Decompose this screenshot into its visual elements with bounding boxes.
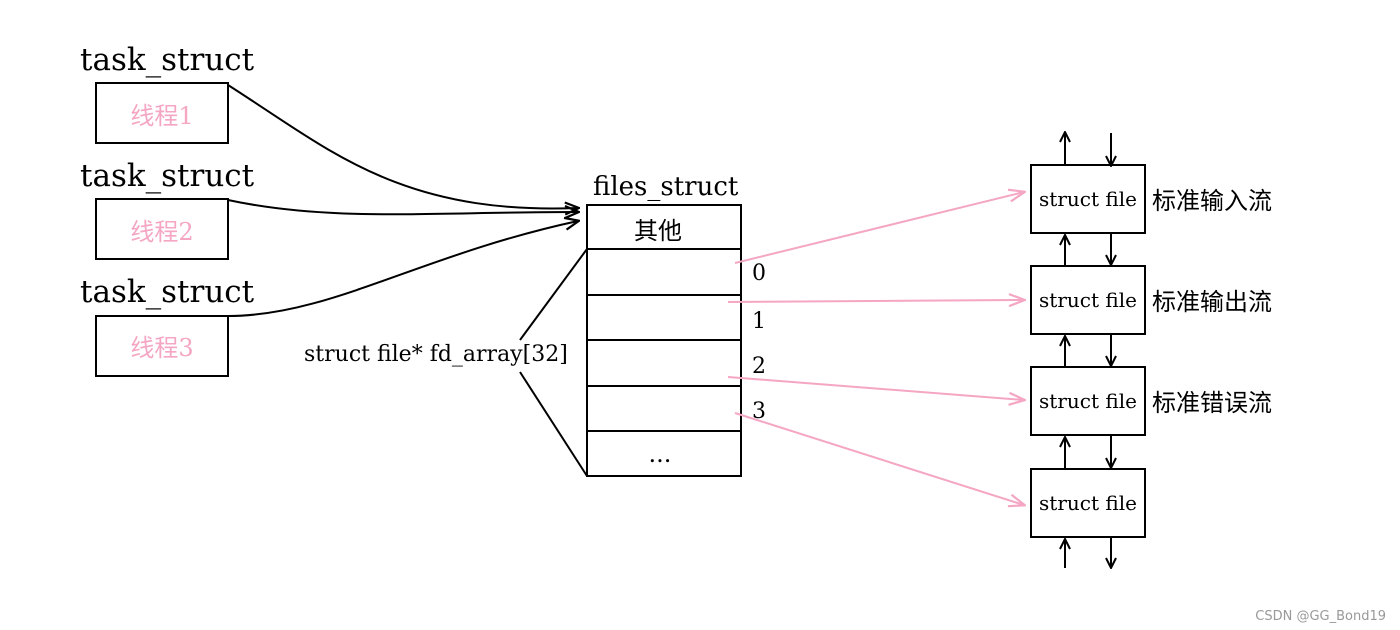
- thread-box: [95, 82, 229, 144]
- fd-array-annotation: struct file* fd_array[32]: [304, 248, 588, 477]
- file-object-3: struct file 标准错误流: [1030, 366, 1272, 436]
- fd-3-to-file-arrow: [734, 412, 1024, 505]
- file-list-links: [1065, 133, 1111, 568]
- watermark: CSDN @GG_Bond19: [1255, 609, 1386, 624]
- other-cell-label: 其他: [634, 217, 682, 245]
- file-object-4: struct file: [1030, 468, 1146, 538]
- thread-1-to-files-arrow: [227, 84, 578, 209]
- thread-3-to-files-arrow: [227, 221, 578, 317]
- thread-label: 线程3: [130, 334, 193, 362]
- file-box: [1030, 164, 1146, 234]
- fd-2-to-file-arrow: [727, 376, 1024, 400]
- fd-1-to-file-arrow: [727, 300, 1024, 302]
- file-box-label: struct file: [1039, 187, 1137, 211]
- bracket-line-top: [519, 248, 588, 341]
- fd-0-to-file-arrow: [734, 192, 1024, 264]
- files-struct: files_struct 其他 ... 0 1 2 3: [586, 172, 766, 477]
- stream-label: 标准输出流: [1152, 288, 1272, 316]
- file-box-label: struct file: [1039, 491, 1137, 515]
- thread-label: 线程1: [130, 102, 193, 130]
- fd-index-3: 3: [752, 399, 766, 424]
- file-box: [1030, 265, 1146, 335]
- stream-label: 标准输入流: [1152, 187, 1272, 215]
- ellipsis-cell-label: ...: [649, 440, 672, 468]
- thread-label: 线程2: [130, 218, 193, 246]
- file-box: [1030, 468, 1146, 538]
- file-object-1: struct file 标准输入流: [1030, 164, 1272, 234]
- thread-box: [95, 315, 229, 377]
- files-struct-title: files_struct: [593, 172, 739, 202]
- task-struct-title: task_struct: [80, 42, 255, 78]
- thread-group-2: task_struct 线程2: [80, 158, 255, 260]
- thread-2-to-files-arrow: [227, 199, 578, 214]
- fd-index-0: 0: [752, 261, 766, 286]
- thread-group-3: task_struct 线程3: [80, 274, 255, 377]
- stream-label: 标准错误流: [1152, 389, 1272, 417]
- fd-array-label: struct file* fd_array[32]: [304, 342, 568, 367]
- task-struct-title: task_struct: [80, 274, 255, 310]
- file-object-2: struct file 标准输出流: [1030, 265, 1272, 335]
- bracket-line-bottom: [519, 371, 588, 477]
- file-box-label: struct file: [1039, 389, 1137, 413]
- thread-group-1: task_struct 线程1: [80, 42, 255, 144]
- task-struct-title: task_struct: [80, 158, 255, 194]
- file-box-label: struct file: [1039, 288, 1137, 312]
- fd-index-1: 1: [752, 309, 766, 334]
- file-box: [1030, 366, 1146, 436]
- fd-index-2: 2: [752, 354, 766, 379]
- thread-box: [95, 198, 229, 260]
